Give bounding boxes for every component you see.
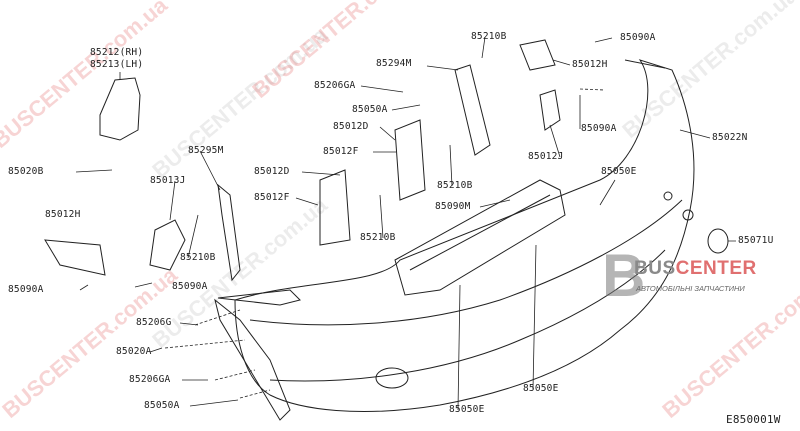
side-bracket-left	[214, 298, 291, 421]
part-label: 85012F	[323, 146, 359, 157]
part-label: 85212(RH)	[90, 47, 144, 58]
bumper-side-cover	[217, 289, 301, 306]
bumper-upper-edge	[624, 59, 666, 69]
part-label: 85210B	[180, 252, 216, 263]
bumper-hole	[663, 191, 673, 201]
part-label: 85012D	[333, 121, 369, 132]
logo-subtitle: АВТОМОБІЛЬНІ ЗАПЧАСТИНИ	[636, 284, 745, 293]
stay-85012D	[394, 119, 426, 201]
part-label: 85050E	[523, 383, 559, 394]
part-label: 85050A	[352, 104, 388, 115]
bracket-85012H-left	[44, 239, 106, 276]
part-label: 85012H	[572, 59, 608, 70]
fog-lamp-hole	[375, 367, 409, 389]
rear-bumper-fascia	[234, 59, 695, 413]
logo-brand: BUSCENTER	[634, 258, 757, 280]
part-label: 85213(LH)	[90, 59, 144, 70]
logo-brand-b: CENTER	[675, 258, 757, 279]
part-label: 85050E	[601, 166, 637, 177]
bracket-85013J	[149, 219, 186, 271]
bracket-85295M	[217, 183, 241, 282]
cap-85071U	[707, 228, 729, 254]
part-label: 85210B	[437, 180, 473, 191]
part-label: 85295M	[188, 145, 224, 156]
diagram-code: E850001W	[726, 413, 781, 426]
part-label: 85206GA	[314, 80, 356, 91]
part-label: 85013J	[150, 175, 186, 186]
bracket-85012J	[539, 89, 561, 131]
part-label: 85071U	[738, 235, 774, 246]
part-label: 85012D	[254, 166, 290, 177]
bumper-crease	[269, 249, 666, 382]
stay-85012D-2	[319, 169, 351, 246]
part-label: 85090M	[435, 201, 471, 212]
energy-absorber	[394, 179, 566, 296]
part-label: 85050A	[144, 400, 180, 411]
part-label: 85012J	[528, 151, 564, 162]
logo-letter: B	[602, 242, 646, 309]
part-label: 85294M	[376, 58, 412, 69]
bumper-hole	[682, 209, 694, 221]
part-label: 85090A	[172, 281, 208, 292]
part-label: 85210B	[471, 31, 507, 42]
part-label: 85090A	[8, 284, 44, 295]
bracket-85012H-right	[519, 39, 556, 71]
part-label: 85210B	[360, 232, 396, 243]
stay-85294M	[454, 64, 491, 156]
fog-lamp	[99, 77, 141, 141]
part-label: 85090A	[620, 32, 656, 43]
part-label: 85020A	[116, 346, 152, 357]
part-label: 85206GA	[129, 374, 171, 385]
buscenter-logo: B BUSCENTER АВТОМОБІЛЬНІ ЗАПЧАСТИНИ	[602, 246, 796, 314]
part-label: 85050E	[449, 404, 485, 415]
part-label: 85022N	[712, 132, 748, 143]
bumper-crease	[249, 199, 683, 326]
part-label: 85012F	[254, 192, 290, 203]
part-label: 85012H	[45, 209, 81, 220]
part-label: 85206G	[136, 317, 172, 328]
logo-brand-a: BUS	[634, 258, 676, 279]
part-label: 85090A	[581, 123, 617, 134]
part-label: 85020B	[8, 166, 44, 177]
